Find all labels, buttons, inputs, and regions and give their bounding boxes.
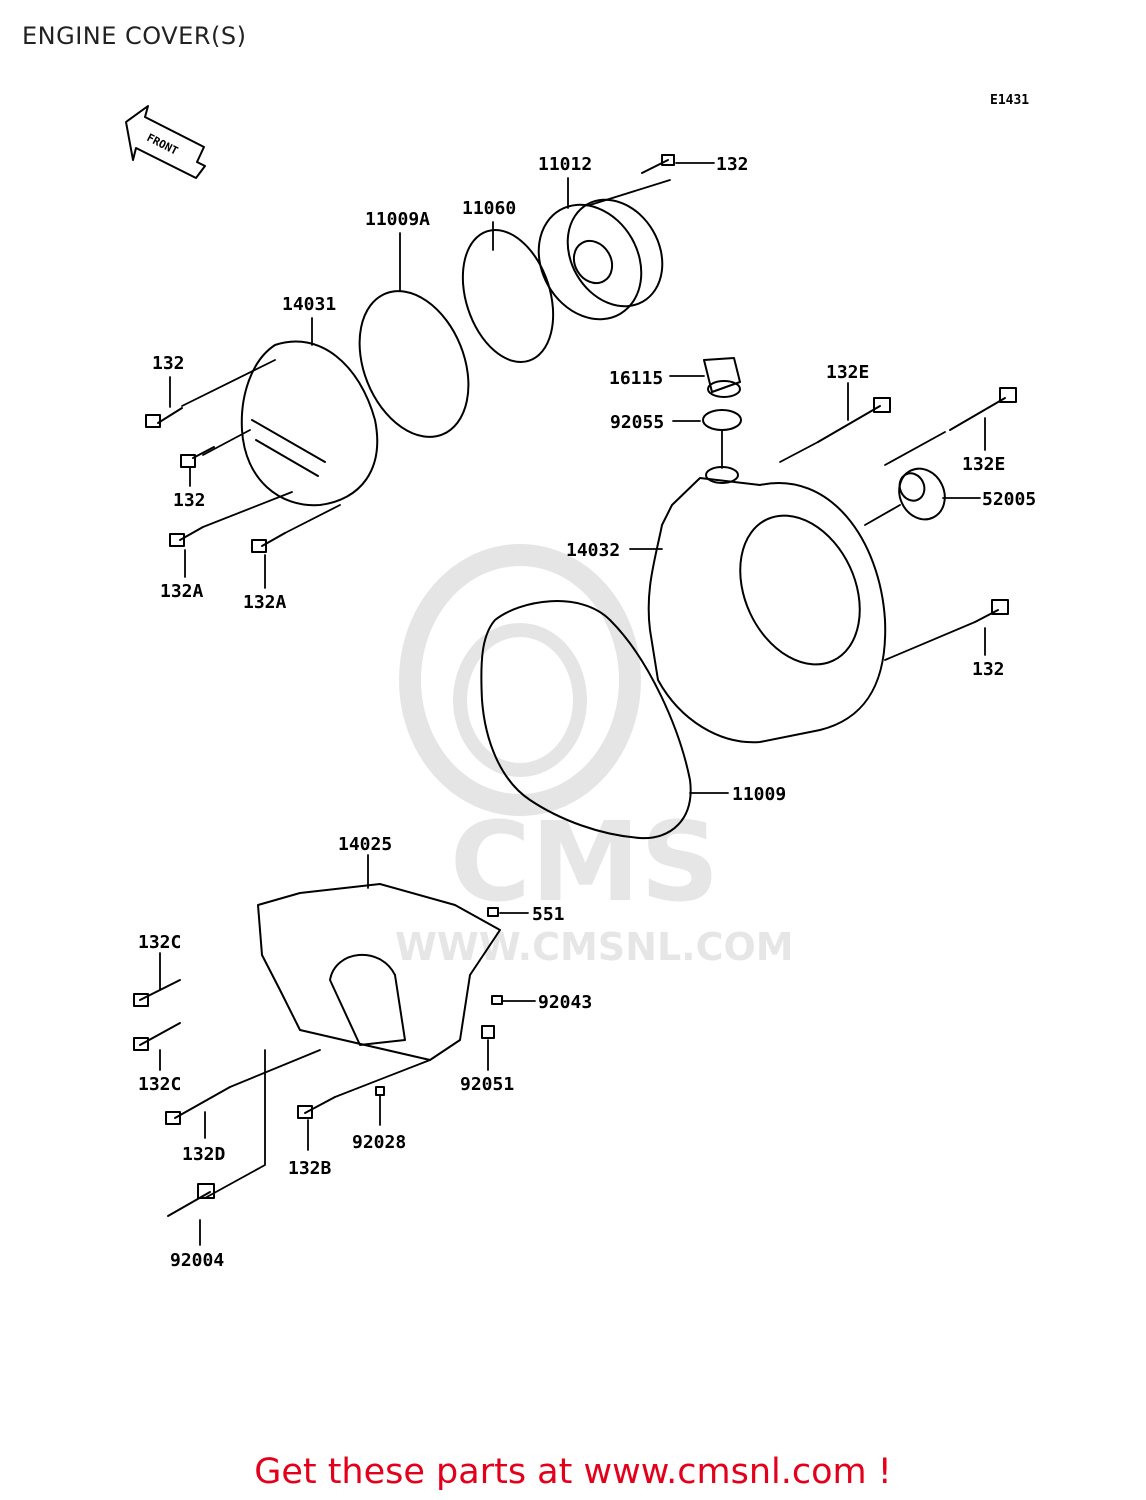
part-label-11009: 11009: [732, 784, 786, 805]
part-label-14025: 14025: [338, 834, 392, 855]
part-label-14031: 14031: [282, 294, 336, 315]
part-label-132c: 132C: [138, 932, 181, 953]
part-label-11012: 11012: [538, 154, 592, 175]
part-label-132a: 132A: [243, 592, 287, 613]
exploded-parts-diagram: CMS WWW.CMSNL.COM FRONT E1431: [125, 93, 1036, 1271]
part-label-132e: 132E: [826, 362, 869, 383]
part-label-92055: 92055: [610, 412, 664, 433]
part-label-132c: 132C: [138, 1074, 181, 1095]
cmsnl-watermark: CMS WWW.CMSNL.COM: [395, 544, 794, 969]
watermark-brand: CMS: [450, 798, 719, 926]
part-label-14032: 14032: [566, 540, 620, 561]
part-label-16115: 16115: [609, 368, 663, 389]
part-label-551: 551: [532, 904, 565, 925]
part-label-92043: 92043: [538, 992, 592, 1013]
part-label-132: 132: [716, 154, 749, 175]
part-label-92028: 92028: [352, 1132, 406, 1153]
part-92055-shape: [702, 409, 742, 431]
part-label-92051: 92051: [460, 1074, 514, 1095]
part-11009a-shape: [358, 290, 470, 438]
part-label-11060: 11060: [462, 198, 516, 219]
promo-link-text[interactable]: Get these parts at www.cmsnl.com !: [254, 1452, 892, 1492]
part-label-52005: 52005: [982, 489, 1036, 510]
part-label-132a: 132A: [160, 581, 204, 602]
part-14031-shape: [240, 340, 379, 507]
promo-link[interactable]: Get these parts at www.cmsnl.com !: [0, 1452, 1146, 1492]
part-11060-shape: [461, 229, 555, 363]
leader-lines: [159, 162, 986, 1246]
part-label-132: 132: [152, 353, 185, 374]
part-11009-shape: [480, 600, 692, 840]
part-label-132: 132: [972, 659, 1005, 680]
page-title: ENGINE COVER(S): [22, 22, 247, 50]
part-14032-shape: [647, 466, 887, 744]
part-labels: 11012 132 11060 11009A 14031 132 132 132…: [138, 154, 1036, 1271]
part-11012-shape: [537, 198, 664, 321]
watermark-url: WWW.CMSNL.COM: [395, 925, 794, 969]
part-label-92004: 92004: [170, 1250, 224, 1271]
part-52005-shape: [898, 467, 946, 521]
part-label-132e: 132E: [962, 454, 1005, 475]
front-arrow-icon: FRONT: [125, 105, 206, 179]
part-16115-shape: [703, 357, 741, 398]
part-label-132b: 132B: [288, 1158, 332, 1179]
front-label: FRONT: [145, 131, 181, 158]
part-14025-shape: [257, 883, 501, 1061]
part-label-132: 132: [173, 490, 206, 511]
part-label-132d: 132D: [182, 1144, 226, 1165]
diagram-code: E1431: [990, 93, 1029, 108]
part-label-11009a: 11009A: [365, 209, 430, 230]
